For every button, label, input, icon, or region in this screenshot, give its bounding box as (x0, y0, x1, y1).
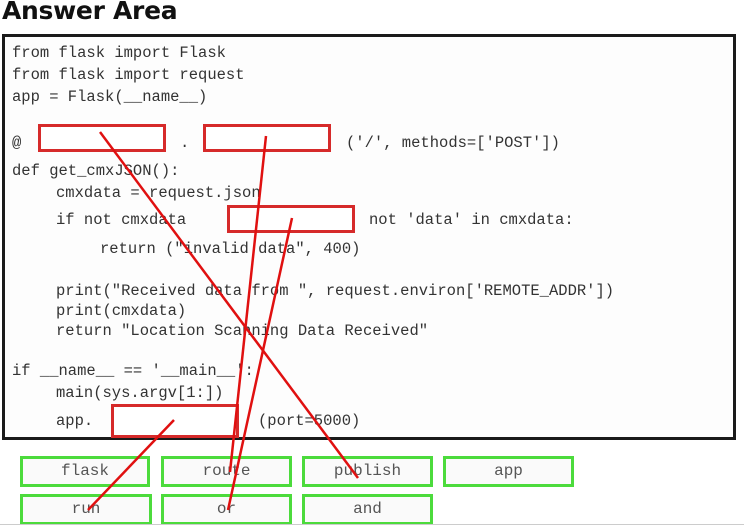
code-line-app-init: app = Flask(__name__) (12, 88, 208, 106)
code-decorator-args: ('/', methods=['POST']) (346, 134, 560, 152)
option-route[interactable]: route (161, 456, 292, 487)
code-if-suffix: not 'data' in cmxdata: (369, 211, 574, 229)
option-publish[interactable]: publish (302, 456, 433, 487)
code-line-print-cmxdata: print(cmxdata) (56, 302, 187, 320)
answer-slot-logical-operator[interactable] (227, 205, 355, 233)
code-line-main-call: main(sys.argv[1:]) (56, 384, 224, 402)
code-line-if-main: if __name__ == '__main__': (12, 362, 254, 380)
answer-area-title: Answer Area (2, 0, 178, 25)
bottom-divider (0, 524, 744, 525)
option-run[interactable]: run (20, 494, 152, 525)
code-decorator-at: @ (12, 134, 22, 152)
option-or[interactable]: or (161, 494, 292, 525)
code-line-print-received: print("Received data from ", request.env… (56, 282, 615, 300)
code-line-cmxdata: cmxdata = request.json (56, 184, 261, 202)
code-line-def: def get_cmxJSON(): (12, 162, 180, 180)
code-line-import-flask: from flask import Flask (12, 44, 226, 62)
option-flask[interactable]: flask (20, 456, 150, 487)
option-app[interactable]: app (443, 456, 574, 487)
code-app-suffix: (port=5000) (258, 412, 361, 430)
answer-slot-app-method[interactable] (111, 404, 239, 438)
code-line-return-invalid: return ("invalid data", 400) (100, 240, 361, 258)
option-and[interactable]: and (302, 494, 433, 525)
code-decorator-dot: . (180, 134, 190, 152)
code-line-return-ok: return "Location Scanning Data Received" (56, 322, 429, 340)
code-line-import-request: from flask import request (12, 66, 245, 84)
answer-slot-decorator-object[interactable] (38, 124, 166, 152)
code-app-prefix: app. (56, 412, 94, 430)
answer-slot-decorator-method[interactable] (203, 124, 331, 152)
code-if-prefix: if not cmxdata (56, 211, 187, 229)
